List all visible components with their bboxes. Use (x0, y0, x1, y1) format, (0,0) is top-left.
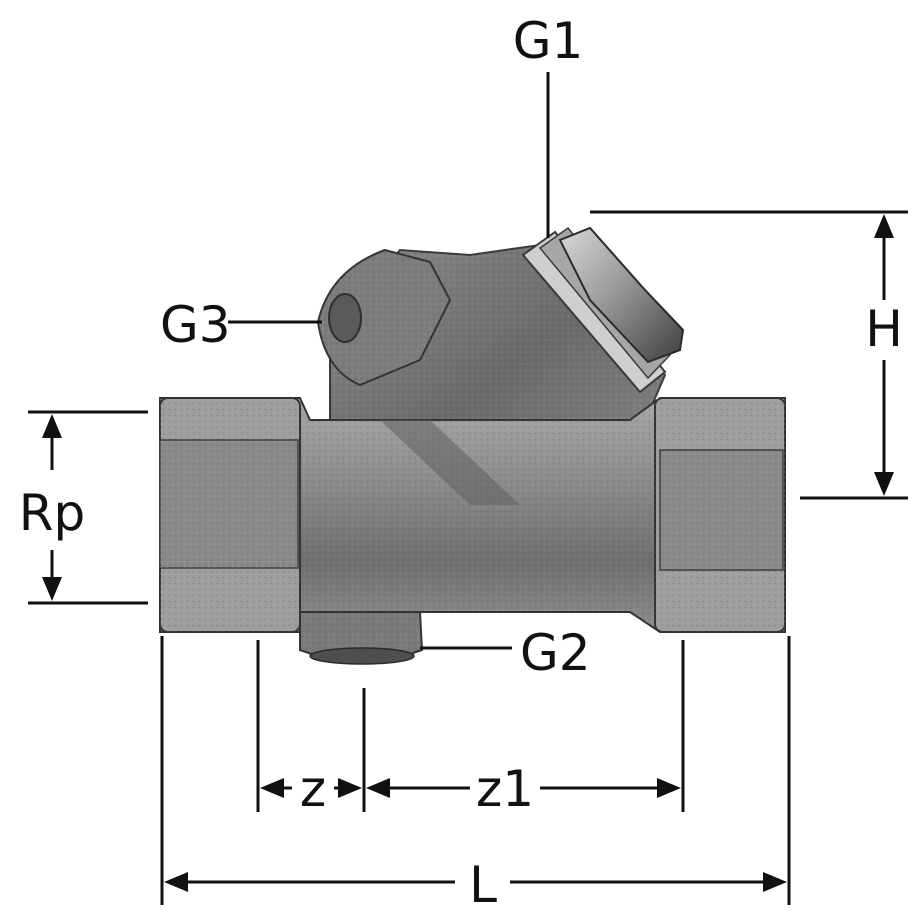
label-g1: G1 (513, 12, 584, 70)
l-arrow-right (763, 872, 787, 892)
label-l: L (469, 856, 497, 914)
z-arrow-left (260, 778, 284, 798)
dimension-lines (28, 72, 908, 905)
rp-arrow-bottom (42, 577, 62, 601)
z1-arrow-right (657, 778, 681, 798)
label-rp: Rp (19, 484, 85, 542)
h-arrow-bottom (874, 472, 894, 496)
l-arrow-left (164, 872, 188, 892)
rp-arrow-top (42, 414, 62, 438)
h-arrow-top (874, 214, 894, 238)
label-z: z (300, 760, 326, 818)
z1-arrow-left (366, 778, 390, 798)
label-h: H (865, 300, 903, 358)
label-g3: G3 (160, 296, 231, 354)
label-z1: z1 (476, 760, 534, 818)
label-g2: G2 (520, 624, 591, 682)
valve-body (159, 243, 786, 665)
dimension-labels: G1 G3 G2 H Rp z z1 L (19, 12, 903, 914)
g1-screw-cap (521, 226, 685, 394)
cap-hex-nut (558, 226, 685, 364)
z-arrow-right (338, 778, 362, 798)
